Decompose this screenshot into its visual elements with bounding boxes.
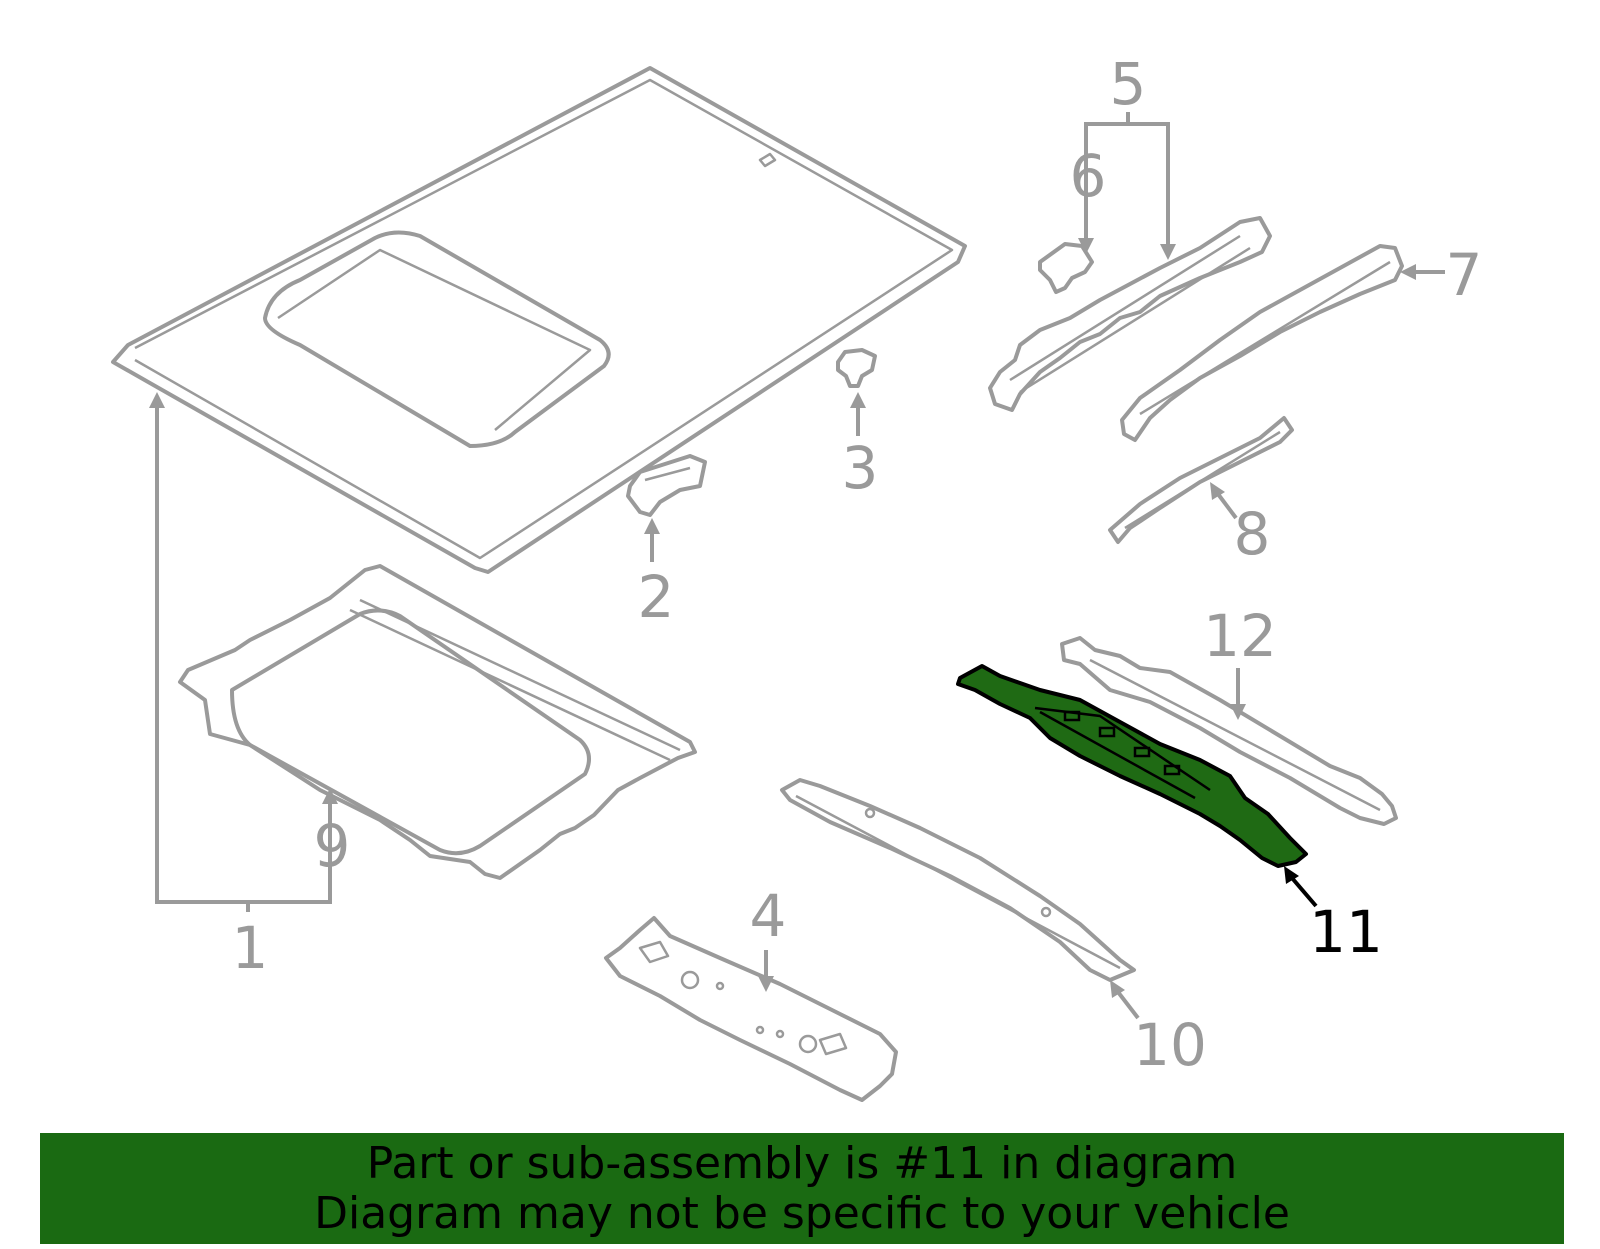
leader-lines: [149, 112, 1445, 1020]
arrow-5: [1160, 244, 1176, 260]
arrow-8: [1210, 482, 1225, 500]
callout-8: 8: [1234, 500, 1271, 568]
arrow-12: [1230, 704, 1246, 720]
callout-12: 12: [1203, 602, 1277, 670]
callout-labels: 1 2 3 4 5 6 7 8 9 10 11 12: [232, 50, 1483, 1079]
roof-bow-part-12[interactable]: [1060, 636, 1398, 826]
leader-11: [1290, 876, 1318, 908]
arrow-3: [850, 392, 866, 408]
callout-3: 3: [842, 434, 879, 502]
arrow-9: [322, 788, 338, 804]
banner-line-2: Diagram may not be specific to your vehi…: [314, 1187, 1290, 1239]
callout-9: 9: [314, 812, 351, 880]
arrow-6: [1078, 238, 1094, 254]
arrow-4: [758, 976, 774, 992]
arrow-1: [149, 392, 165, 408]
windshield-header-part-10[interactable]: [780, 778, 1136, 982]
leader-1: [155, 400, 332, 904]
bracket-part-2[interactable]: [626, 454, 707, 517]
arrow-10: [1110, 980, 1125, 998]
arrow-11: [1284, 866, 1299, 884]
side-rail-part-5[interactable]: [988, 216, 1272, 412]
bracket-part-6[interactable]: [1038, 242, 1094, 294]
callout-1: 1: [232, 914, 269, 982]
callout-6: 6: [1070, 142, 1107, 210]
clip-part-3[interactable]: [836, 348, 877, 388]
callout-5: 5: [1110, 50, 1147, 118]
sunroof-frame-part-9[interactable]: [178, 564, 697, 880]
roof-bow-part-11-highlighted[interactable]: [956, 664, 1308, 868]
leader-8: [1216, 492, 1238, 520]
arrow-2: [644, 518, 660, 534]
callout-4: 4: [750, 882, 787, 950]
callout-7: 7: [1446, 241, 1483, 309]
callout-10: 10: [1133, 1011, 1207, 1079]
banner-line-1: Part or sub-assembly is #11 in diagram: [366, 1137, 1238, 1189]
arrow-7: [1400, 264, 1416, 280]
reinforcement-part-8[interactable]: [1108, 416, 1294, 544]
callout-2: 2: [638, 563, 675, 631]
rear-header-part-4[interactable]: [604, 916, 898, 1102]
side-rail-part-7[interactable]: [1120, 244, 1404, 442]
roof-panel-part-1[interactable]: [111, 66, 967, 574]
info-banner: Part or sub-assembly is #11 in diagram D…: [40, 1133, 1564, 1244]
callout-11: 11: [1309, 898, 1383, 966]
leader-10: [1116, 990, 1140, 1020]
